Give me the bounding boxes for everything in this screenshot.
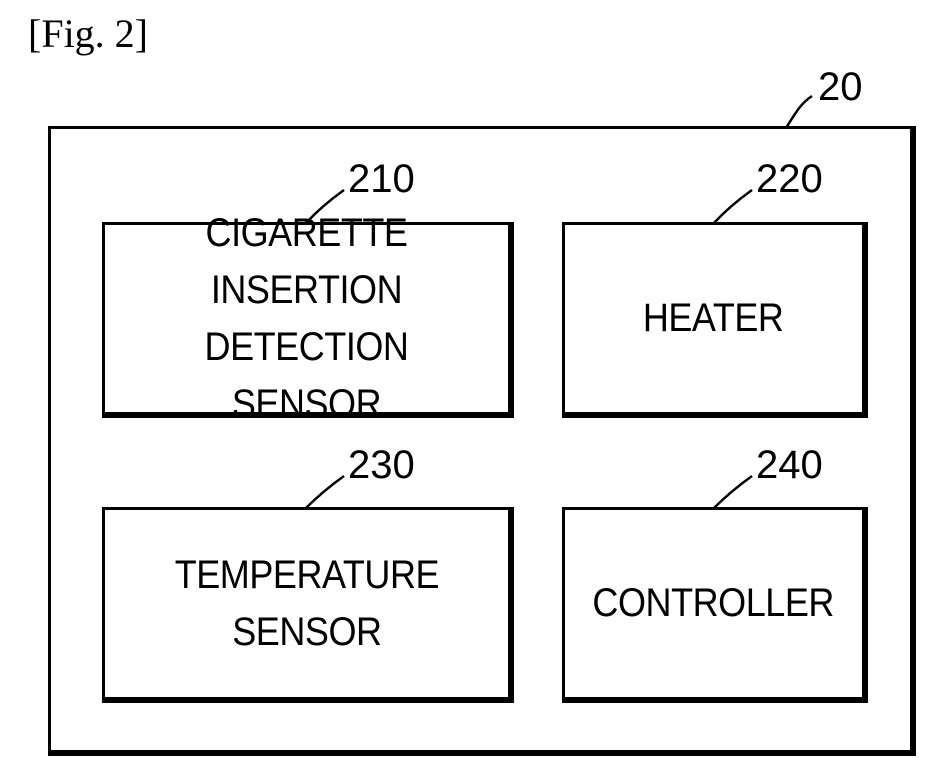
device-ref-number: 20 (818, 64, 863, 110)
cigarette-insertion-detection-sensor-block: CIGARETTE INSERTION DETECTION SENSOR (102, 222, 514, 418)
block-label-heater: HEATER (643, 290, 784, 347)
block-ref-number-temperature: 230 (348, 442, 415, 488)
block-label-controller: CONTROLLER (593, 575, 835, 632)
block-label-temperature: TEMPERATURE SENSOR (174, 547, 438, 661)
controller-block: CONTROLLER (562, 507, 868, 703)
block-label-sensor: CIGARETTE INSERTION DETECTION SENSOR (125, 205, 488, 433)
temperature-sensor-block: TEMPERATURE SENSOR (102, 507, 514, 703)
figure-label: [Fig. 2] (28, 10, 148, 58)
block-ref-number-controller: 240 (756, 442, 823, 488)
leader-line-20 (786, 96, 812, 128)
block-ref-number-sensor: 210 (348, 156, 415, 202)
heater-block: HEATER (562, 222, 868, 418)
block-ref-number-heater: 220 (756, 156, 823, 202)
